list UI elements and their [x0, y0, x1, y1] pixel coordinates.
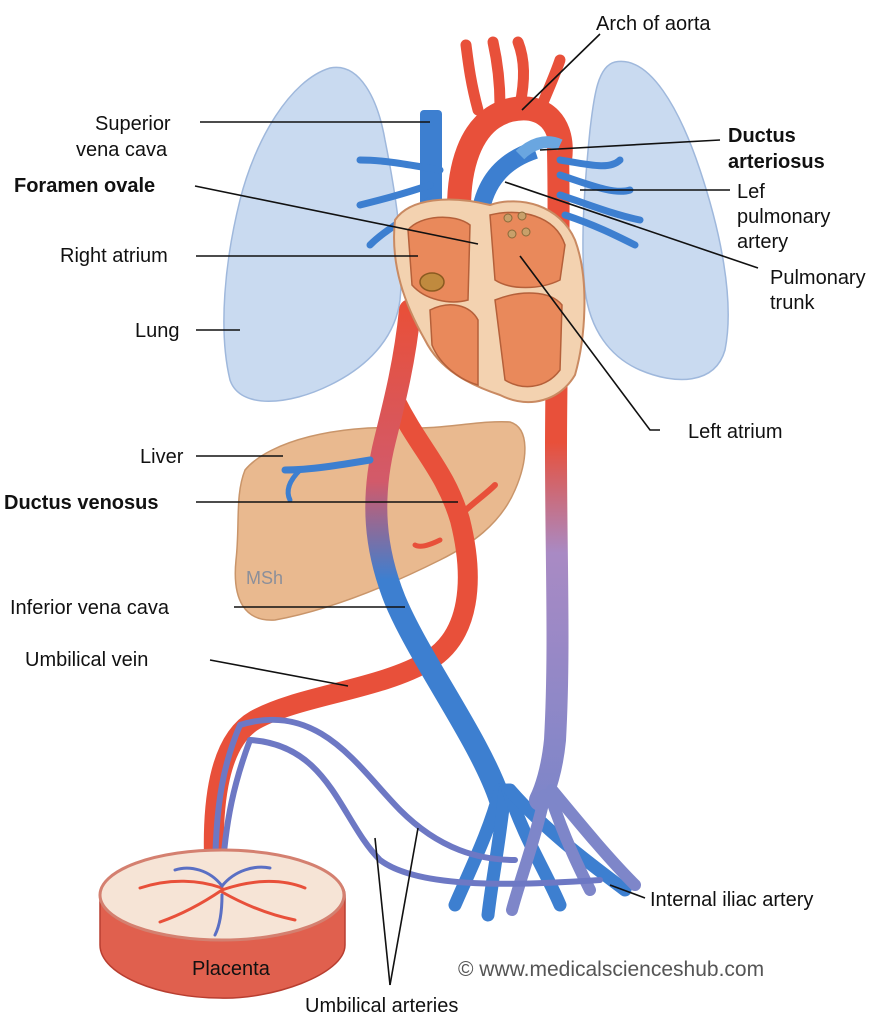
watermark: © www.medicalscienceshub.com — [458, 958, 764, 981]
label-pulmonary-trunk-line2: trunk — [770, 292, 815, 314]
label-liver: Liver — [140, 446, 184, 468]
label-lung: Lung — [135, 320, 180, 342]
leader-lines — [194, 33, 759, 986]
ductus-arteriosus-vessel — [515, 136, 563, 160]
label-ductus-arteriosus-line2: arteriosus — [728, 151, 825, 173]
label-left-pulmonary-artery-line3: artery — [737, 231, 788, 253]
label-foramen-ovale: Foramen ovale — [14, 175, 155, 197]
label-umbilical-vein: Umbilical vein — [25, 649, 148, 671]
label-umbilical-arteries: Umbilical arteries — [305, 995, 458, 1017]
label-right-atrium: Right atrium — [60, 245, 168, 267]
label-left-atrium: Left atrium — [688, 421, 782, 443]
pulmonary-vein-openings — [503, 211, 531, 239]
label-pulmonary-trunk-line1: Pulmonary — [770, 267, 866, 289]
aortic-branches — [460, 36, 566, 116]
label-ductus-arteriosus-line1: Ductus — [728, 125, 796, 147]
label-inferior-vena-cava: Inferior vena cava — [10, 597, 170, 619]
label-ductus-venosus: Ductus venosus — [4, 492, 158, 514]
label-left-pulmonary-artery-line1: Lef — [737, 181, 765, 203]
artist-mark: MSh — [246, 568, 283, 588]
label-left-pulmonary-artery-line2: pulmonary — [737, 206, 830, 228]
hepatic-vessels — [281, 456, 498, 549]
aortic-arch-vessel — [447, 96, 573, 231]
foramen-ovale-opening — [419, 272, 445, 292]
right-lung — [223, 66, 403, 402]
label-internal-iliac-artery: Internal iliac artery — [650, 889, 813, 911]
label-arch-of-aorta: Arch of aorta — [596, 13, 711, 35]
label-placenta: Placenta — [192, 958, 271, 980]
label-superior-vena-cava-line1: Superior — [95, 113, 171, 135]
inferior-vena-cava-vessel — [365, 299, 511, 811]
placenta — [98, 848, 346, 999]
label-superior-vena-cava-line2: vena cava — [76, 139, 168, 161]
left-lung — [582, 60, 729, 381]
